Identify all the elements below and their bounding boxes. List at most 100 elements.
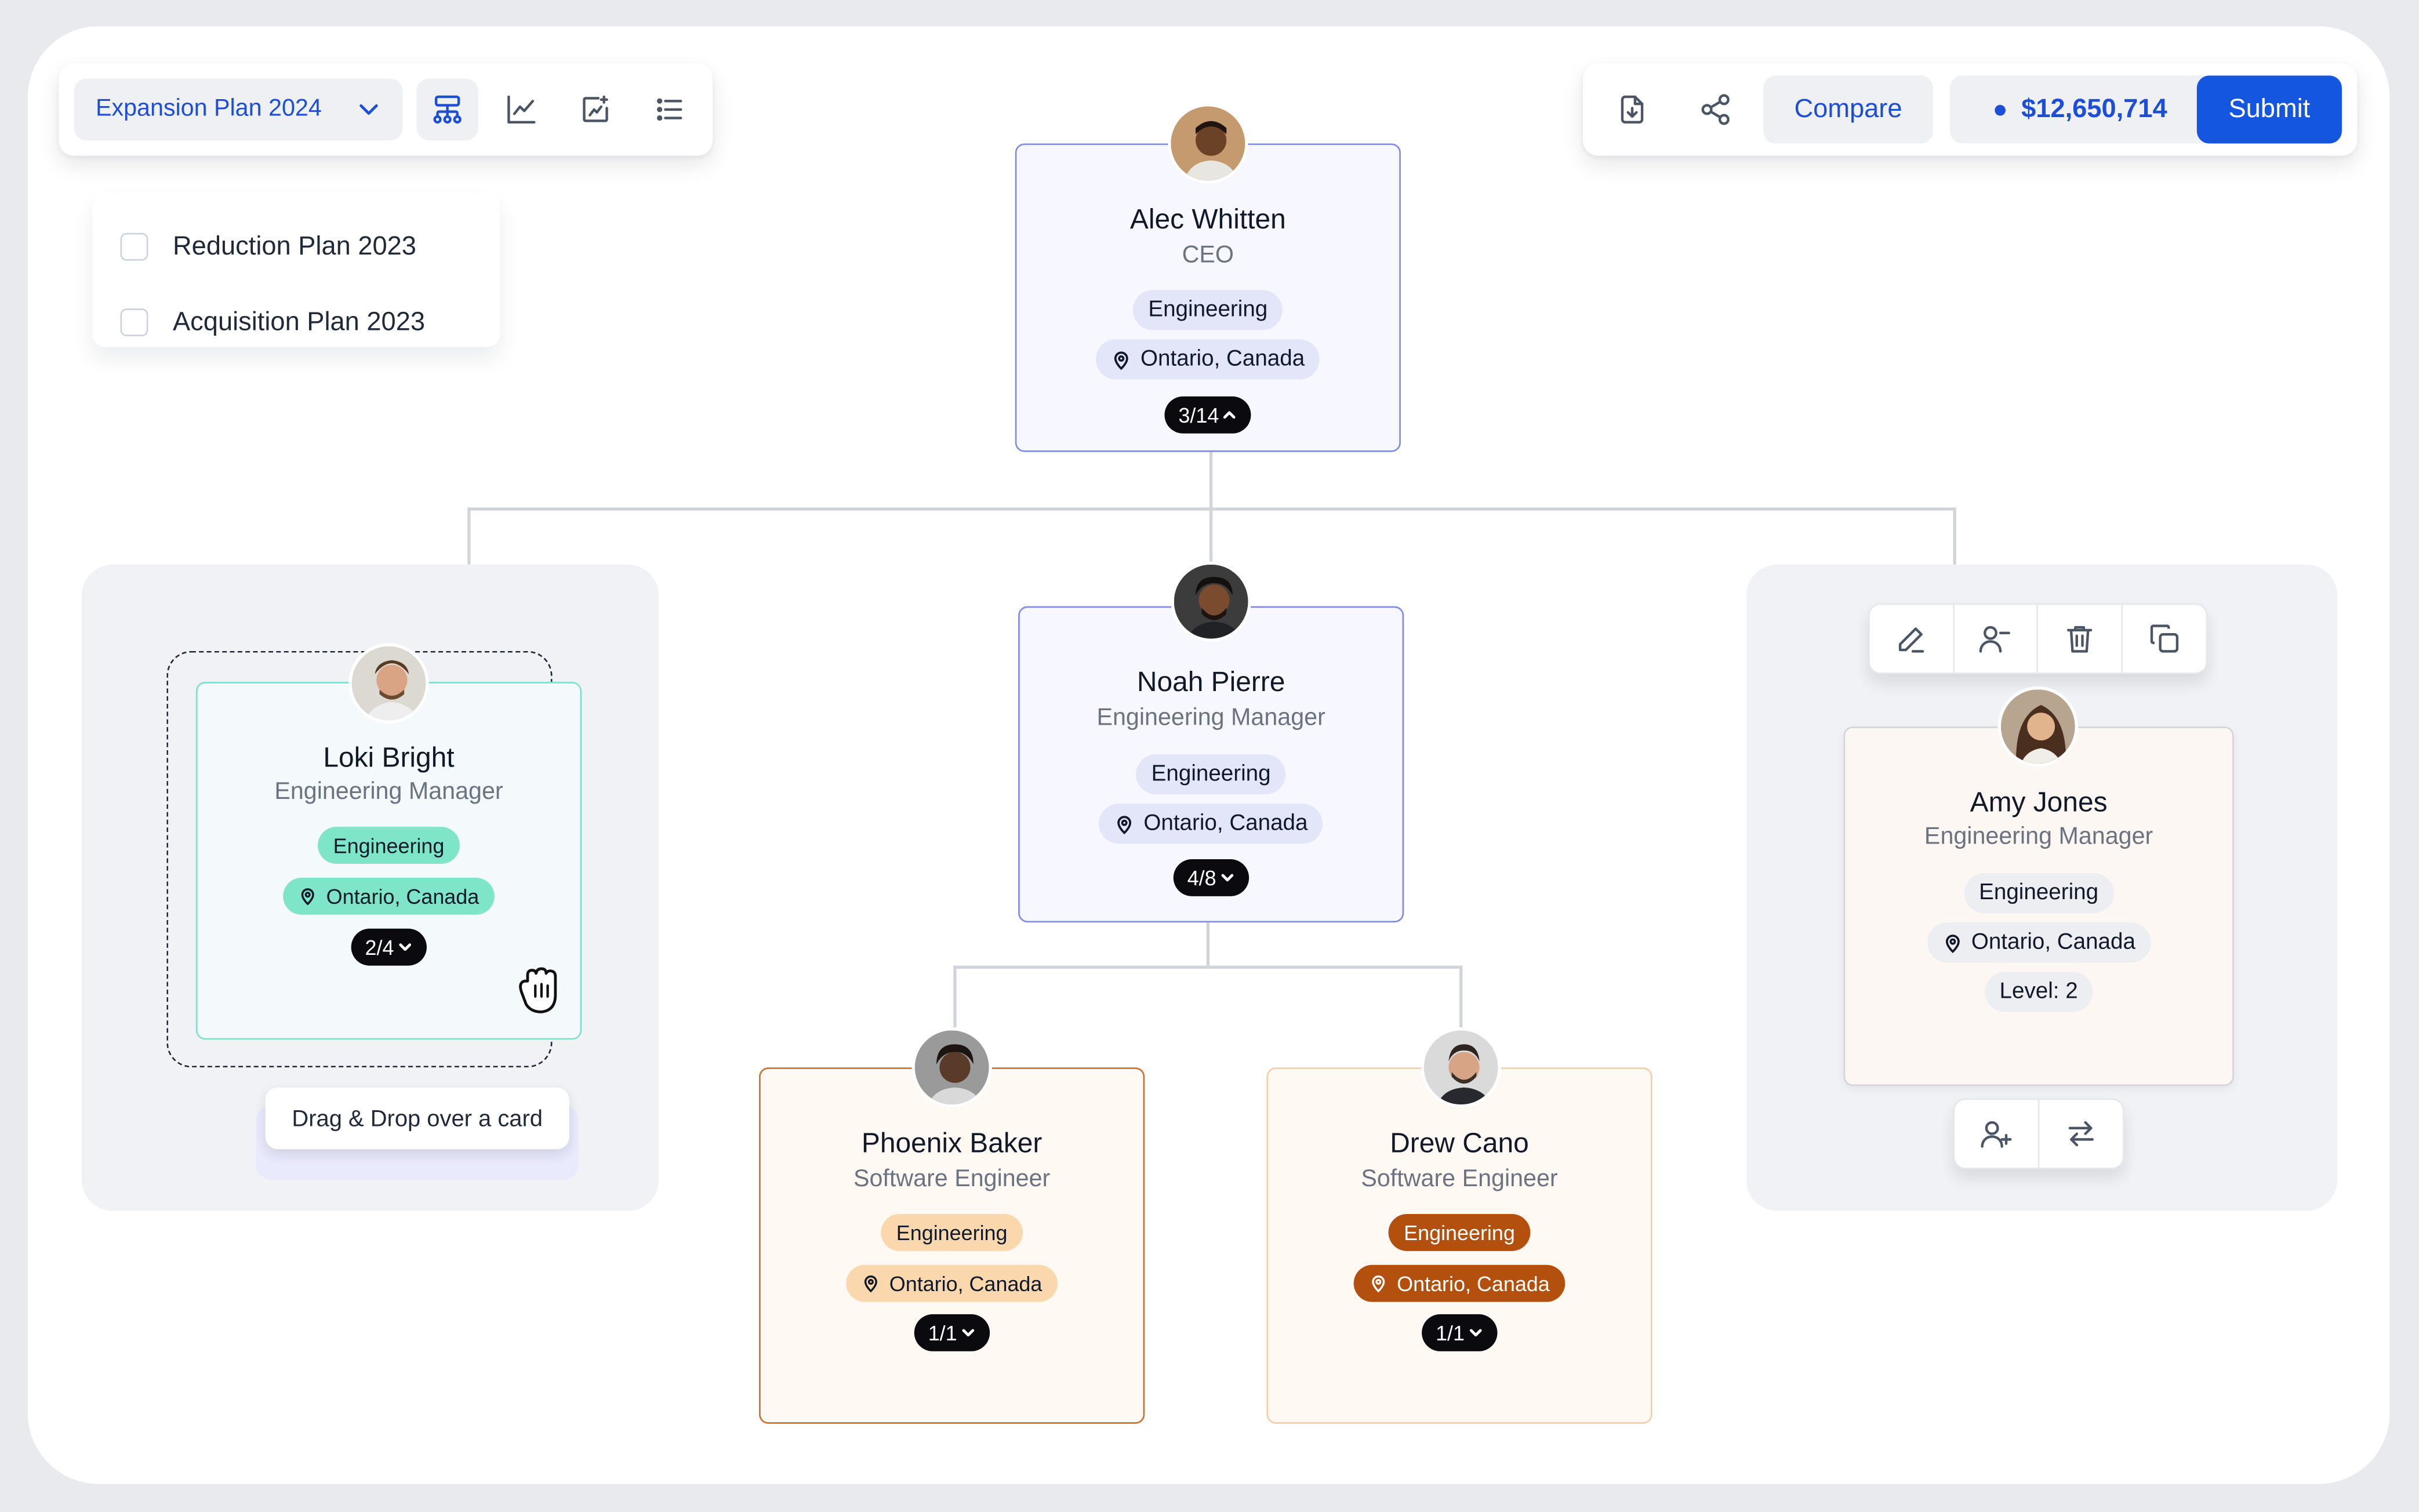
plan-option-acquisition[interactable]: Acquisition Plan 2023 — [120, 302, 426, 342]
department-badge: Engineering — [1132, 290, 1283, 330]
map-pin-icon — [1942, 932, 1962, 953]
swap-button[interactable] — [2039, 1100, 2123, 1168]
employee-role: Engineering Manager — [1924, 823, 2153, 850]
location-badge: Ontario, Canada — [283, 877, 495, 915]
compare-label: Compare — [1794, 94, 1902, 123]
department-label: Engineering — [1148, 297, 1268, 323]
employee-role: CEO — [1182, 242, 1234, 268]
connector-line — [1206, 921, 1209, 968]
download-button[interactable] — [1598, 75, 1666, 143]
download-file-icon — [1615, 93, 1650, 127]
map-pin-icon — [299, 887, 317, 906]
edit-button[interactable] — [1870, 604, 1954, 673]
department-label: Engineering — [1151, 762, 1271, 787]
submit-button[interactable]: Submit — [2196, 75, 2342, 144]
location-label: Ontario, Canada — [326, 884, 480, 908]
team-count: 3/14 — [1178, 403, 1219, 427]
plan-checkbox[interactable] — [120, 308, 148, 337]
team-count-toggle[interactable]: 4/8 — [1173, 859, 1249, 896]
location-badge: Ontario, Canada — [1926, 922, 2151, 963]
remove-user-button[interactable] — [1954, 604, 2038, 673]
employee-name: Noah Pierre — [1136, 666, 1285, 697]
list-view-button[interactable] — [639, 79, 700, 140]
map-pin-icon — [1369, 1274, 1388, 1293]
list-icon — [652, 93, 687, 127]
share-icon — [1698, 93, 1732, 127]
user-minus-icon — [1978, 621, 2013, 656]
employee-card-ceo[interactable]: Alec Whitten CEO Engineering Ontario, Ca… — [1015, 143, 1401, 452]
employee-name: Phoenix Baker — [861, 1127, 1043, 1159]
avatar — [1168, 103, 1248, 184]
employee-card-phoenix[interactable]: Phoenix Baker Software Engineer Engineer… — [759, 1067, 1145, 1424]
employee-name: Amy Jones — [1970, 786, 2108, 818]
status-dot — [1995, 104, 2006, 115]
team-count-toggle[interactable]: 1/1 — [914, 1314, 990, 1351]
org-chart-view-button[interactable] — [416, 78, 478, 141]
plan-dropdown[interactable]: Expansion Plan 2024 — [74, 78, 403, 141]
chevron-down-icon — [1465, 1325, 1483, 1341]
connector-line — [1459, 965, 1462, 1028]
trash-icon — [2062, 621, 2097, 656]
avatar — [1171, 561, 1251, 642]
department-badge: Engineering — [1963, 873, 2114, 914]
location-label: Ontario, Canada — [889, 1271, 1043, 1295]
add-user-button[interactable] — [1955, 1100, 2039, 1168]
location-badge: Ontario, Canada — [846, 1264, 1058, 1302]
department-label: Engineering — [1979, 881, 2099, 906]
map-pin-icon — [862, 1274, 880, 1293]
line-chart-view-button[interactable] — [491, 79, 552, 140]
submit-label: Submit — [2228, 94, 2311, 123]
team-count-toggle[interactable]: 1/1 — [1422, 1314, 1497, 1351]
budget-display: $12,650,714 — [1950, 75, 2213, 144]
drag-drop-tooltip: Drag & Drop over a card — [265, 1087, 569, 1150]
copy-icon — [2147, 621, 2181, 656]
pencil-icon — [1894, 621, 1928, 656]
plan-option-label: Acquisition Plan 2023 — [172, 307, 426, 337]
team-count: 2/4 — [365, 935, 394, 959]
employee-name: Alec Whitten — [1129, 203, 1286, 235]
map-pin-icon — [1114, 814, 1135, 834]
team-count: 1/1 — [928, 1321, 957, 1344]
employee-card-drew[interactable]: Drew Cano Software Engineer Engineering … — [1266, 1067, 1652, 1424]
employee-card-noah[interactable]: Noah Pierre Engineering Manager Engineer… — [1018, 606, 1404, 923]
card-bottom-toolbar — [1953, 1098, 2124, 1169]
connector-line — [467, 507, 470, 565]
avatar — [1421, 1027, 1501, 1108]
team-count-toggle[interactable]: 3/14 — [1164, 396, 1252, 434]
compare-button[interactable]: Compare — [1763, 75, 1933, 144]
department-badge: Engineering — [1388, 1213, 1531, 1251]
plan-dropdown-label: Expansion Plan 2024 — [95, 95, 322, 122]
department-label: Engineering — [1404, 1220, 1515, 1244]
location-label: Ontario, Canada — [1971, 930, 2135, 955]
share-button[interactable] — [1681, 75, 1749, 143]
location-badge: Ontario, Canada — [1353, 1264, 1566, 1302]
employee-role: Software Engineer — [1361, 1166, 1558, 1193]
actions-toolbar: Compare $12,650,714 Submit — [1582, 63, 2358, 156]
chevron-down-icon — [394, 939, 413, 955]
chevron-down-icon — [357, 97, 382, 122]
duplicate-button[interactable] — [2122, 605, 2206, 673]
team-count-toggle[interactable]: 2/4 — [351, 928, 427, 966]
department-badge: Engineering — [1136, 754, 1287, 795]
employee-card-amy[interactable]: Amy Jones Engineering Manager Engineerin… — [1843, 726, 2234, 1086]
card-action-toolbar — [1868, 603, 2208, 674]
employee-name: Drew Cano — [1390, 1127, 1529, 1159]
avatar — [348, 643, 429, 724]
employee-card-loki[interactable]: Loki Bright Engineering Manager Engineer… — [195, 682, 582, 1040]
delete-button[interactable] — [2038, 604, 2122, 673]
department-label: Engineering — [896, 1220, 1008, 1244]
scenario-icon — [579, 93, 613, 127]
employee-role: Software Engineer — [853, 1166, 1051, 1193]
location-label: Ontario, Canada — [1397, 1271, 1550, 1295]
user-plus-icon — [1979, 1117, 2013, 1151]
employee-role: Engineering Manager — [274, 779, 503, 805]
scenario-view-button[interactable] — [565, 79, 626, 140]
grab-cursor-icon — [509, 961, 568, 1027]
plan-checkbox[interactable] — [120, 232, 148, 261]
team-count: 1/1 — [1436, 1321, 1465, 1344]
connector-line — [1953, 507, 1956, 565]
level-label: Level: 2 — [1999, 979, 2078, 1005]
plan-option-reduction[interactable]: Reduction Plan 2023 — [120, 227, 416, 267]
line-chart-icon — [504, 93, 539, 127]
connector-line — [1209, 450, 1212, 510]
